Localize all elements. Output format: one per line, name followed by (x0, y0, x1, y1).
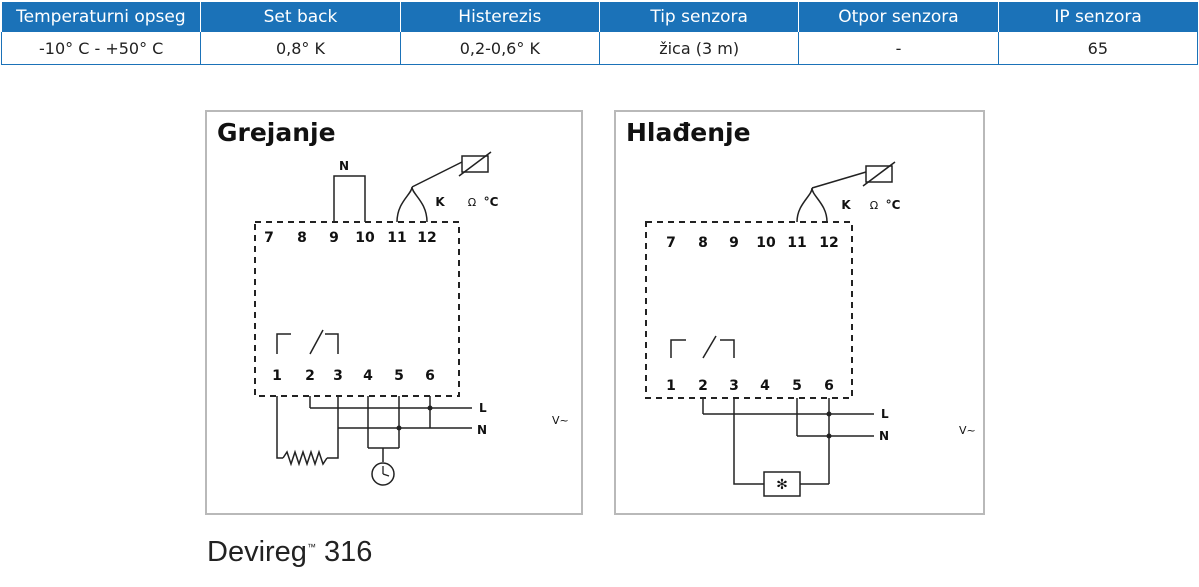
value-sensor-resistance: - (798, 32, 999, 65)
cooling-terminal-1: 1 (666, 378, 676, 394)
heating-terminal-8: 8 (297, 230, 307, 246)
heating-terminal-9: 9 (329, 230, 339, 246)
cooling-sensor-k: K (841, 198, 851, 212)
product-name: Devireg™ 316 (207, 536, 372, 569)
cooling-housing (645, 221, 853, 399)
spec-table: Temperaturni opseg Set back Histerezis T… (0, 2, 1199, 65)
spec-header-row: Temperaturni opseg Set back Histerezis T… (1, 2, 1198, 32)
cooling-terminal-5: 5 (792, 378, 802, 394)
heating-n-jumper-label: N (339, 159, 349, 173)
cooling-relay-no (720, 339, 735, 358)
heating-terminal-10: 10 (355, 230, 375, 246)
heating-sensor-icon (461, 155, 489, 173)
product-model: 316 (324, 536, 373, 568)
cooling-terminal-10: 10 (756, 235, 776, 251)
cooling-sensor-leads (796, 187, 828, 223)
cooling-terminal-9: 9 (729, 235, 739, 251)
trademark-mark: ™ (306, 542, 316, 552)
heating-terminal-4: 4 (363, 368, 373, 384)
heating-terminal-5: 5 (394, 368, 404, 384)
cooling-relay-switch (702, 335, 717, 359)
cooling-n-label: N (879, 429, 889, 443)
cooling-terminal-11: 11 (787, 235, 806, 251)
heating-relay-switch (309, 329, 324, 355)
heating-terminal-12: 12 (417, 230, 436, 246)
heating-relay-no (325, 333, 339, 354)
cooling-supply-label: V~ (959, 424, 976, 437)
value-set-back: 0,8° K (200, 32, 401, 65)
heating-timer-icon (371, 462, 395, 486)
snowflake-icon: ✻ (776, 477, 788, 493)
heating-wiring-svg: 7 8 9 10 11 12 N K Ω °C 1 2 3 4 5 6 (254, 151, 569, 486)
heating-sensor-k: K (435, 195, 445, 209)
heating-terminal-11: 11 (387, 230, 406, 246)
heating-title: Grejanje (217, 118, 336, 147)
cooling-terminal-2: 2 (698, 378, 708, 394)
cooling-terminal-4: 4 (760, 378, 770, 394)
cooling-sensor-ohm: Ω (870, 199, 878, 212)
spec-value-row: -10° C - +50° C 0,8° K 0,2-0,6° K žica (… (0, 32, 1199, 65)
cooling-sensor-degc: °C (886, 198, 901, 212)
value-sensor-ip: 65 (997, 32, 1199, 65)
heating-terminal-3: 3 (333, 368, 343, 384)
heating-coil-icon (282, 449, 328, 467)
heating-terminal-6: 6 (425, 368, 435, 384)
cooling-title: Hlađenje (626, 118, 751, 147)
heating-terminal-2: 2 (305, 368, 315, 384)
heating-sensor-degc: °C (484, 195, 499, 209)
heating-diagram: Grejanje 7 8 9 10 11 12 N K Ω °C 1 2 3 4… (205, 110, 583, 515)
cooling-terminal-12: 12 (819, 235, 838, 251)
heating-supply-label: V~ (552, 414, 569, 427)
cooling-terminal-7: 7 (666, 235, 676, 251)
header-sensor-ip: IP senzora (998, 2, 1198, 32)
heating-sensor-ohm: Ω (468, 196, 476, 209)
heating-l-label: L (479, 401, 487, 415)
header-set-back: Set back (200, 2, 401, 32)
heating-n-label: N (477, 423, 487, 437)
cooling-l-label: L (881, 407, 889, 421)
cooling-terminal-3: 3 (729, 378, 739, 394)
value-sensor-type: žica (3 m) (598, 32, 800, 65)
value-hysteresis: 0,2-0,6° K (399, 32, 600, 65)
header-sensor-resistance: Otpor senzora (798, 2, 999, 32)
heating-relay-nc (276, 333, 291, 354)
heating-terminal-7: 7 (264, 230, 274, 246)
header-hysteresis: Histerezis (400, 2, 600, 32)
cooling-terminal-8: 8 (698, 235, 708, 251)
header-sensor-type: Tip senzora (599, 2, 800, 32)
value-temperature-range: -10° C - +50° C (0, 32, 202, 65)
header-temperature-range: Temperaturni opseg (1, 2, 202, 32)
heating-sensor-leads (396, 186, 428, 223)
heating-housing (254, 221, 460, 397)
cooling-relay-nc (670, 339, 686, 358)
cooling-wiring-svg: 7 8 9 10 11 12 K Ω °C 1 2 3 4 5 6 L N V~ (645, 161, 976, 497)
heating-n-jumper (333, 175, 366, 222)
cooling-terminal-6: 6 (824, 378, 834, 394)
product-brand: Devireg (207, 536, 307, 568)
heating-terminal-1: 1 (272, 368, 282, 384)
cooling-diagram: Hlađenje 7 8 9 10 11 12 K Ω °C 1 2 3 4 5… (614, 110, 985, 515)
cooling-sensor-icon (865, 165, 893, 183)
